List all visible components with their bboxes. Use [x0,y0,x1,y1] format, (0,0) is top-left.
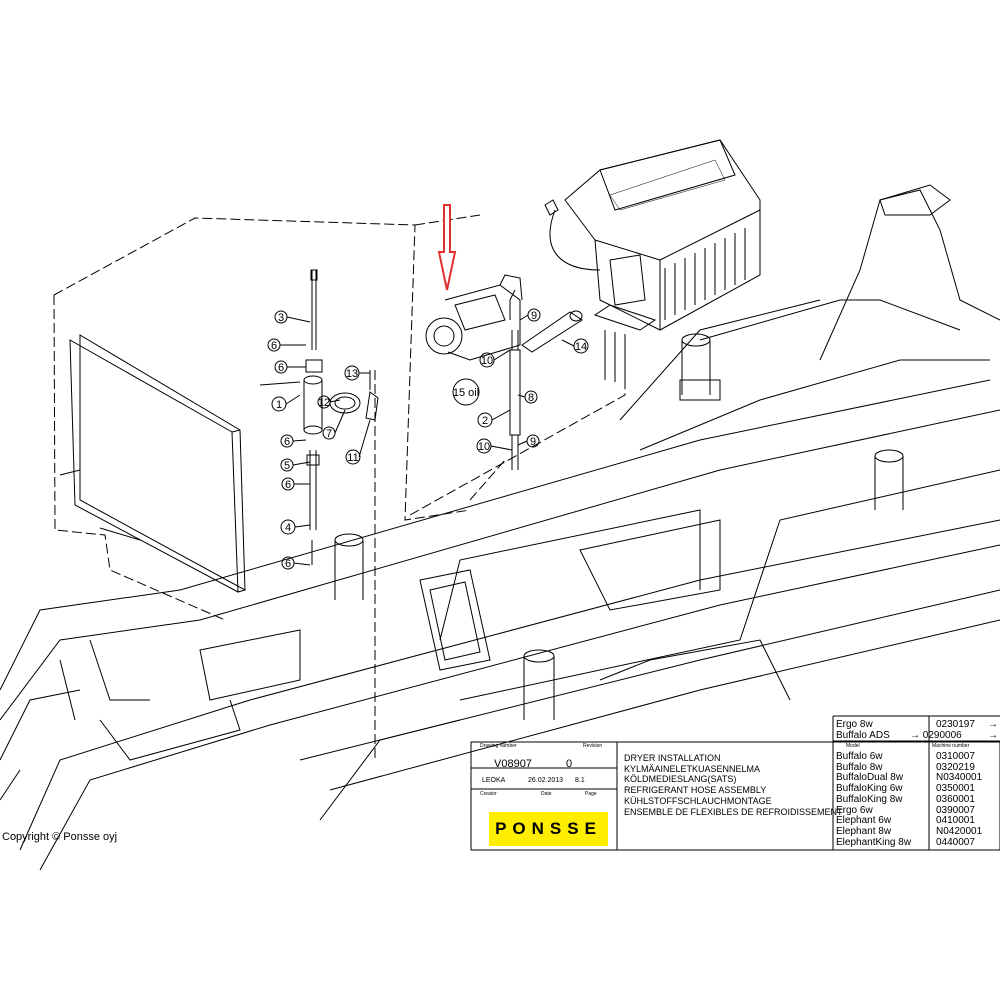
arrow-right-icon: → [988,730,998,741]
pointer-arrow [437,204,457,291]
creator-label: Creator [480,791,497,797]
model-row: BuffaloKing 6w 0350001 → [836,783,1000,795]
model-row: Elephant 6w 0410001 → [836,816,1000,827]
compressor [425,274,523,361]
callout-label: 14 [575,341,587,353]
condenser-panel [59,334,246,593]
arrow-right-icon: → [998,837,1000,849]
model-name: Ergo 6w [836,804,873,816]
model-name: ElephantKing 8w [836,836,912,848]
page-label: Page [585,791,597,797]
callout-label: 9 [530,436,536,448]
arrow-right-icon: → [998,826,1000,838]
model-row: Elephant 8w N0420001 → [836,825,1000,838]
callout-label: 2 [482,415,488,427]
model-row: BuffaloDual 8w N0340001 → [836,773,1000,784]
title-line: KYLMÄAINELETKUASENNELMA [624,763,761,774]
title-line: DRYER INSTALLATION [624,753,721,763]
callout-label: 7 [326,428,332,440]
logo-text: PONSSE [495,819,602,838]
model-list: Buffalo 6w 0310007 → Buffalo 8w 0320219 → Bu… [836,751,1000,849]
model-name: BuffaloKing 8w [836,793,903,805]
receiver-dryer [509,289,583,470]
callouts: 3 6 6 1 12 13 6 7 5 6 11 4 6 9 10 14 15 … [267,308,589,570]
arrow-right-icon: → [998,794,1000,806]
arrow-right-icon: → [998,751,1000,763]
copyright: Copyright © Ponsse oyj [2,831,118,843]
model-name: BuffaloDual 8w [836,772,904,784]
model-name: Elephant 6w [836,815,892,827]
title-line: REFRIGERANT HOSE ASSEMBLY [624,785,767,796]
model-row: Ergo 8w 0230197 → [836,719,1000,730]
machine-number: 0320219 [936,761,975,773]
arrow-right-icon: → [998,783,1000,795]
callout-label: 5 [284,460,290,472]
callout-label: 6 [271,340,277,352]
detail-boundary [53,214,626,760]
model-name: Buffalo 8w [836,761,883,773]
machine-number: 0440007 [936,836,975,848]
model-name: Buffalo 6w [836,751,883,762]
callout-label: 15 oil [453,387,479,399]
machine-number-column-header: Machine number [932,743,970,749]
title-line: ENSEMBLE DE FLEXIBLES DE REFROIDISSEMENT [624,806,843,817]
callout-label: 8 [528,392,534,404]
machine-frame [0,184,1000,871]
revision-label: Revision [583,743,603,749]
callout-label: 6 [278,362,284,374]
machine-number: → 0290006 [910,730,962,741]
callout-label: 1 [276,399,282,411]
machine-number: 0360001 [936,793,975,805]
callout-label: 9 [531,310,537,322]
drawing-number-label: Drawing number [480,743,517,749]
model-row: Buffalo 6w 0310007 → [836,751,1000,763]
arrow-right-icon: → [988,719,998,730]
revision: 0 [566,758,573,770]
callout-label: 10 [481,355,493,367]
hvac-unit [544,139,761,384]
machine-number: 0390007 [936,804,975,816]
top-model-list: Ergo 8w 0230197 → Buffalo ADS → 0290006 … [836,719,1000,741]
callout-label: 3 [278,312,284,324]
callout-label: 4 [285,522,291,534]
machine-number: 0310007 [936,751,975,762]
callout-label: 13 [346,368,358,380]
model-name: Buffalo ADS [836,730,890,741]
callout-label: 6 [285,558,291,570]
model-row: Buffalo ADS → 0290006 → [836,730,1000,741]
callout-label: 11 [347,452,358,464]
title-block-frame [470,715,1000,851]
machine-number: N0420001 [936,825,983,837]
model-row: BuffaloKing 8w 0360001 → [836,793,1000,806]
date: 26.02.2013 [528,777,564,784]
title-line: KÖLDMEDIESLANG(SATS) [624,774,737,785]
machine-number: 0410001 [936,815,975,827]
title-line: KÜHLSTOFFSCHLAUCHMONTAGE [624,795,772,806]
model-column-header: Model [846,743,860,749]
machine-number: N0340001 [936,772,983,784]
machine-number: 0350001 [936,783,975,795]
arrow-right-icon: → [998,762,1000,774]
model-row: Ergo 6w 0390007 → [836,804,1000,817]
callout-label: 12 [318,397,330,409]
arrow-right-icon: → [998,805,1000,817]
model-row: Buffalo 8w 0320219 → [836,761,1000,774]
date-label: Date [541,791,552,797]
machine-number: 0230197 [936,719,975,730]
callout-label: 6 [284,436,290,448]
callout-label: 6 [285,479,291,491]
model-name: BuffaloKing 6w [836,783,903,795]
creator: LEOKA [482,777,506,784]
model-name: Elephant 8w [836,825,892,837]
drawing-titles: DRYER INSTALLATION KYLMÄAINELETKUASENNEL… [624,753,843,817]
arrow-right-icon: → [998,816,1000,827]
model-name: Ergo 8w [836,719,873,730]
page-number: 8.1 [575,777,585,784]
ponsse-logo: PONSSE [489,812,608,846]
arrow-right-icon: → [998,773,1000,784]
model-row: ElephantKing 8w 0440007 → [836,836,1000,849]
drawing-number: V08907 [494,758,532,770]
callout-label: 10 [478,441,490,453]
